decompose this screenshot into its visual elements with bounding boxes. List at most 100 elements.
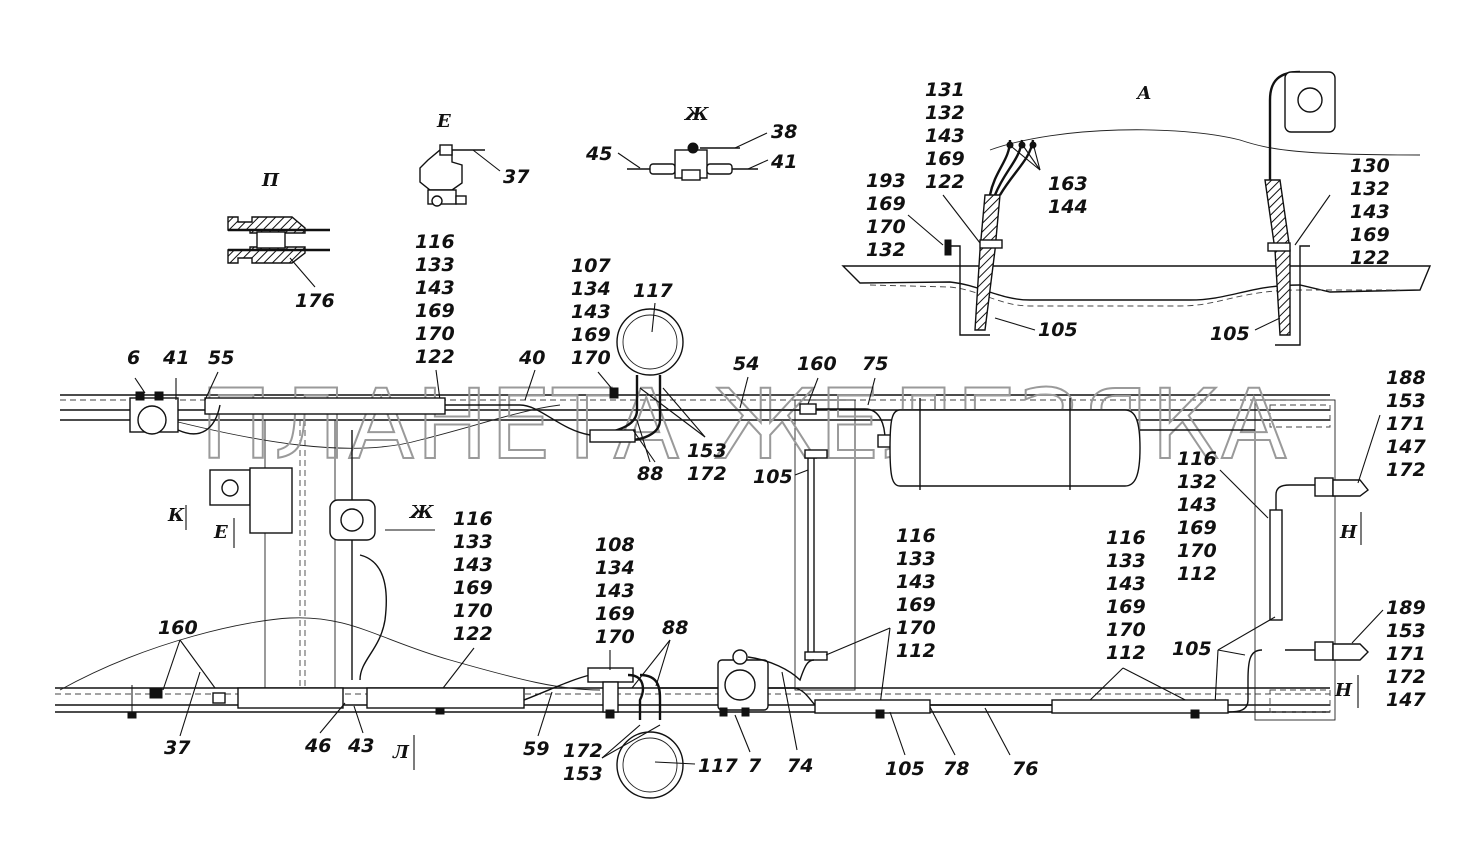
callout-107: 107 bbox=[571, 255, 611, 277]
callout-132: 132 bbox=[866, 239, 906, 261]
callout-134: 134 bbox=[571, 278, 611, 300]
callout-112: 112 bbox=[1177, 563, 1217, 585]
callout-40: 40 bbox=[518, 347, 545, 369]
callout-172: 172 bbox=[1386, 459, 1426, 481]
callout-stack-right-bottom: 189 153 171 172 147 bbox=[1386, 597, 1426, 711]
callout-88-top: 88 bbox=[637, 463, 663, 485]
callout-76: 76 bbox=[1012, 758, 1038, 780]
top-air-reservoir-117 bbox=[445, 308, 684, 443]
view-p-title: П bbox=[261, 170, 280, 191]
bottom-rail-components bbox=[127, 649, 1229, 799]
callout-stack-mid-left: 116 133 143 169 170 122 bbox=[453, 508, 493, 645]
callout-38: 38 bbox=[771, 121, 797, 143]
view-zh-marker: Ж bbox=[408, 502, 434, 523]
callout-75: 75 bbox=[862, 353, 888, 375]
callout-105-a-right: 105 bbox=[1210, 323, 1250, 345]
callout-stack-mid-112-a: 116 133 143 169 170 112 bbox=[896, 525, 936, 662]
callout-170: 170 bbox=[866, 216, 906, 238]
callout-122: 122 bbox=[925, 171, 965, 193]
view-a-title: А bbox=[1135, 83, 1152, 104]
callout-144: 144 bbox=[1048, 196, 1088, 218]
callout-105-bottom: 105 bbox=[885, 758, 925, 780]
callout-74: 74 bbox=[787, 755, 813, 777]
callout-172: 172 bbox=[1386, 666, 1426, 688]
callout-46: 46 bbox=[304, 735, 331, 757]
callout-112: 112 bbox=[1106, 642, 1146, 664]
callout-stack-153-172-top: 153 172 bbox=[687, 440, 727, 485]
callout-stack-172-153-bottom: 172 153 bbox=[563, 740, 603, 785]
callout-169: 169 bbox=[896, 594, 936, 616]
callout-170: 170 bbox=[415, 323, 455, 345]
view-n-marker-top: Н bbox=[1339, 522, 1358, 543]
callout-169: 169 bbox=[415, 300, 455, 322]
callout-169: 169 bbox=[1350, 224, 1390, 246]
callout-143: 143 bbox=[896, 571, 936, 593]
callout-117-top: 117 bbox=[633, 280, 673, 302]
callout-116: 116 bbox=[453, 508, 493, 530]
callout-131: 131 bbox=[925, 79, 965, 101]
callout-122: 122 bbox=[453, 623, 493, 645]
leader-37 bbox=[472, 149, 501, 172]
callout-143: 143 bbox=[571, 301, 611, 323]
view-e-title: Е bbox=[436, 111, 451, 132]
callout-45: 45 bbox=[585, 143, 612, 165]
callout-7: 7 bbox=[748, 755, 762, 777]
view-a: А 131 132 143 169 bbox=[841, 70, 1432, 346]
callout-170: 170 bbox=[1177, 540, 1217, 562]
callout-171: 171 bbox=[1386, 413, 1426, 435]
callout-132: 132 bbox=[1350, 178, 1390, 200]
view-e: Е 37 116 133 143 169 170 122 bbox=[415, 111, 530, 401]
view-l-marker: Л bbox=[392, 742, 410, 763]
bracket-assembly bbox=[209, 430, 387, 681]
callout-37: 37 bbox=[503, 166, 530, 188]
callout-78: 78 bbox=[943, 758, 969, 780]
callout-stack-mid-112-b: 116 133 143 169 170 112 bbox=[1106, 527, 1146, 664]
top-left-valve bbox=[129, 371, 446, 435]
callout-stack-tank-top: 107 134 143 169 170 bbox=[571, 255, 611, 369]
callout-stack-right-top: 188 153 171 147 172 bbox=[1386, 367, 1426, 481]
callout-160-bottom: 160 bbox=[158, 617, 198, 639]
callout-153: 153 bbox=[687, 440, 727, 462]
callout-105-right: 105 bbox=[1172, 638, 1212, 660]
callout-163: 163 bbox=[1048, 173, 1088, 195]
callout-116: 116 bbox=[896, 525, 936, 547]
callout-134: 134 bbox=[595, 557, 635, 579]
callout-169: 169 bbox=[571, 324, 611, 346]
callout-41: 41 bbox=[770, 151, 797, 173]
callout-88-bottom: 88 bbox=[662, 617, 688, 639]
callout-54: 54 bbox=[733, 353, 759, 375]
callout-147: 147 bbox=[1386, 689, 1426, 711]
callout-143: 143 bbox=[453, 554, 493, 576]
callout-stack-e: 116 133 143 169 170 122 bbox=[415, 231, 455, 368]
callout-193: 193 bbox=[866, 170, 906, 192]
callout-112: 112 bbox=[896, 640, 936, 662]
callout-169: 169 bbox=[925, 148, 965, 170]
view-zh-title: Ж bbox=[683, 104, 709, 125]
callout-116: 116 bbox=[1177, 448, 1217, 470]
callout-59: 59 bbox=[523, 738, 549, 760]
view-p: П 176 bbox=[227, 170, 335, 312]
callout-stack-a-fittings: 163 144 bbox=[1048, 173, 1088, 218]
callout-133: 133 bbox=[453, 531, 493, 553]
callout-stack-tank-bottom: 108 134 143 169 170 bbox=[595, 534, 635, 648]
callout-55: 55 bbox=[208, 347, 234, 369]
callout-132: 132 bbox=[925, 102, 965, 124]
view-k-marker: К bbox=[167, 505, 185, 526]
callout-143: 143 bbox=[1106, 573, 1146, 595]
callout-170: 170 bbox=[1106, 619, 1146, 641]
callout-117-bottom: 117 bbox=[698, 755, 738, 777]
view-n-marker-bottom: Н bbox=[1334, 680, 1353, 701]
view-e-marker: Е bbox=[213, 522, 228, 543]
callout-189: 189 bbox=[1386, 597, 1426, 619]
callout-132: 132 bbox=[1177, 471, 1217, 493]
callout-6: 6 bbox=[127, 347, 140, 369]
callout-43: 43 bbox=[347, 735, 374, 757]
callout-133: 133 bbox=[415, 254, 455, 276]
callout-143: 143 bbox=[1177, 494, 1217, 516]
callout-130: 130 bbox=[1350, 155, 1390, 177]
valve-zh-drawing bbox=[627, 142, 758, 181]
axle-drawing bbox=[841, 70, 1432, 346]
callout-122: 122 bbox=[1350, 247, 1390, 269]
callout-153: 153 bbox=[1386, 390, 1426, 412]
